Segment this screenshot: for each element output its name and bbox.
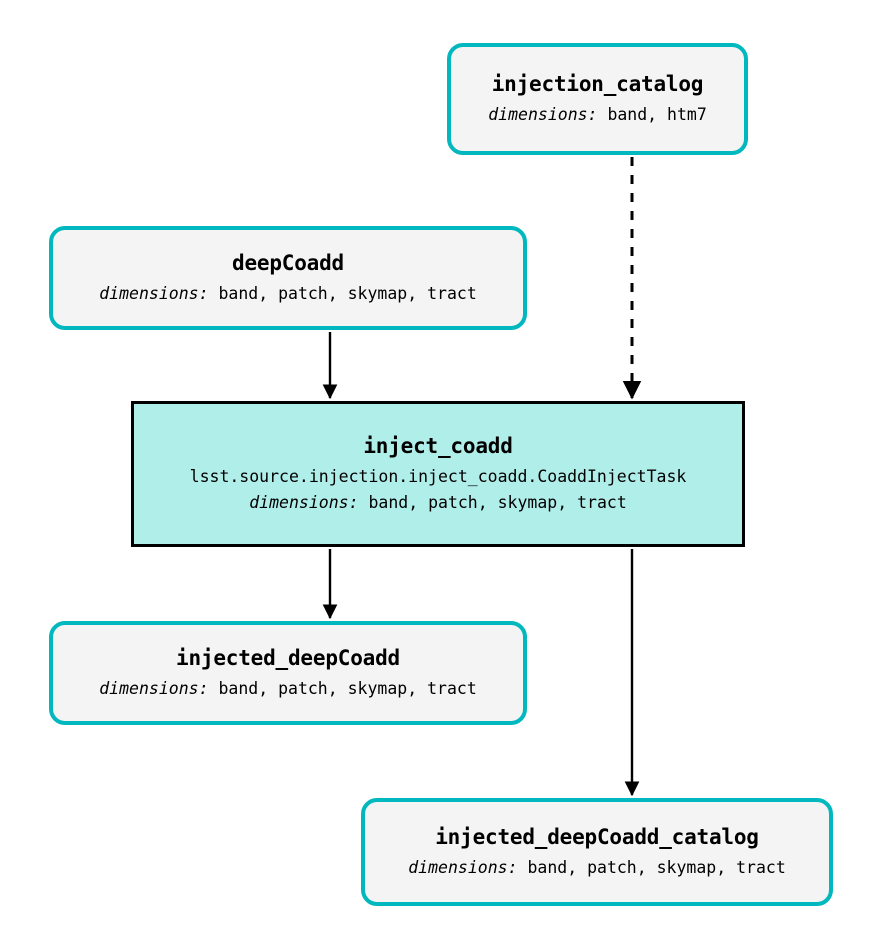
- node-injection-catalog[interactable]: injection_catalog dimensions: band, htm7: [447, 43, 748, 155]
- dimensions-value: band, patch, skymap, tract: [368, 493, 627, 513]
- dimensions-label: dimensions:: [249, 493, 359, 513]
- dimensions-value: band, patch, skymap, tract: [218, 678, 477, 698]
- node-title: deepCoadd: [232, 251, 344, 276]
- node-title: injection_catalog: [491, 72, 704, 97]
- node-title: injected_deepCoadd: [176, 646, 400, 671]
- node-inject-coadd[interactable]: inject_coadd lsst.source.injection.injec…: [131, 401, 745, 547]
- node-task-class: lsst.source.injection.inject_coadd.Coadd…: [189, 467, 687, 487]
- node-dimensions: dimensions: band, patch, skymap, tract: [249, 493, 627, 513]
- node-title: injected_deepCoadd_catalog: [435, 825, 759, 850]
- node-dimensions: dimensions: band, htm7: [488, 104, 707, 125]
- node-injected-deepcoadd-catalog[interactable]: injected_deepCoadd_catalog dimensions: b…: [361, 798, 833, 906]
- node-title: inject_coadd: [363, 433, 513, 458]
- dimensions-label: dimensions:: [408, 857, 518, 877]
- node-deepcoadd[interactable]: deepCoadd dimensions: band, patch, skyma…: [49, 226, 527, 330]
- dimensions-label: dimensions:: [488, 104, 598, 124]
- node-dimensions: dimensions: band, patch, skymap, tract: [99, 283, 477, 304]
- dimensions-value: band, htm7: [607, 104, 707, 124]
- dimensions-value: band, patch, skymap, tract: [527, 857, 786, 877]
- dimensions-label: dimensions:: [99, 678, 209, 698]
- dimensions-label: dimensions:: [99, 283, 209, 303]
- node-injected-deepcoadd[interactable]: injected_deepCoadd dimensions: band, pat…: [49, 621, 527, 725]
- node-dimensions: dimensions: band, patch, skymap, tract: [99, 678, 477, 699]
- node-dimensions: dimensions: band, patch, skymap, tract: [408, 857, 786, 878]
- dimensions-value: band, patch, skymap, tract: [218, 283, 477, 303]
